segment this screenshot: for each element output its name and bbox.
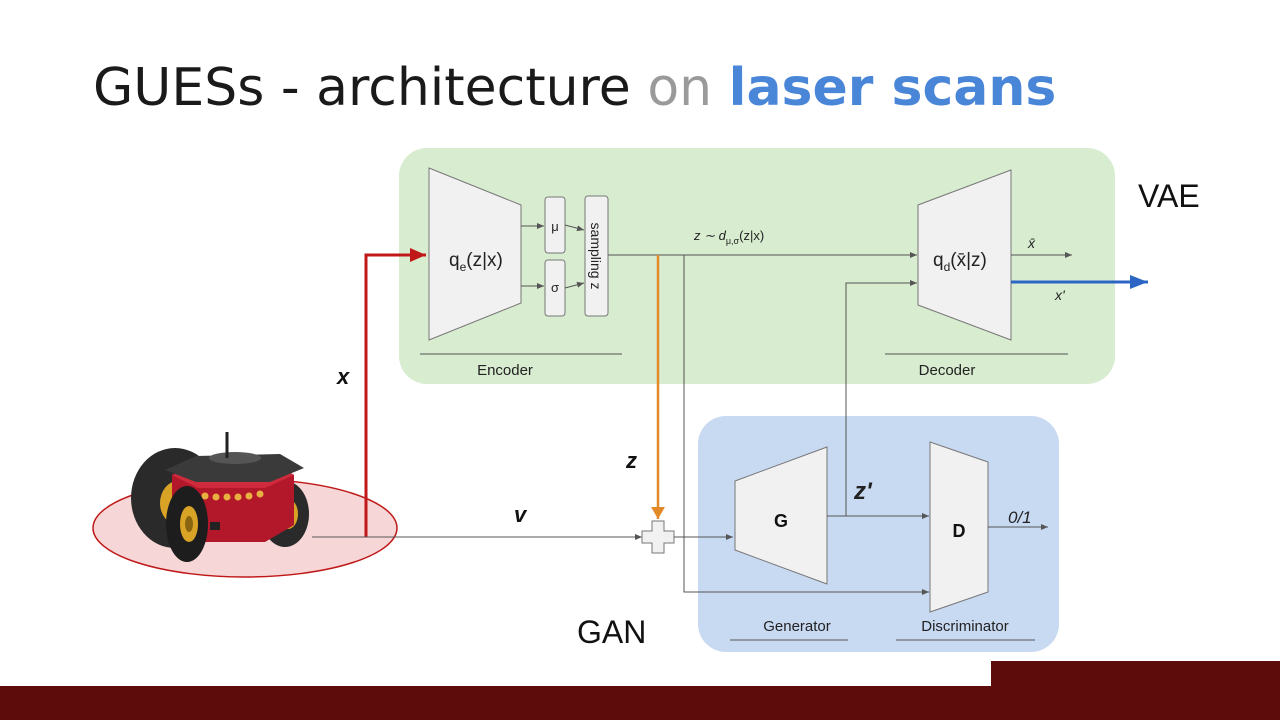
generator-caption: Generator — [763, 618, 831, 635]
sigma-label: σ — [551, 280, 559, 295]
slide-title: GUESs - architecture on laser scans — [93, 62, 1056, 114]
mu-label: μ — [551, 219, 559, 234]
title-main: GUESs - architecture — [93, 58, 648, 118]
zprime-label: z' — [853, 478, 873, 505]
discriminator-caption: Discriminator — [921, 618, 1009, 635]
latent-label: z ∼ dμ,σ(z|x) — [693, 228, 764, 246]
decoder-block — [917, 169, 1012, 341]
encoder-block — [428, 167, 522, 341]
encoder-q-label: qe(z|x) — [449, 250, 503, 274]
sampling-box — [584, 195, 609, 317]
discriminator-output: 0/1 — [1008, 508, 1032, 527]
title-laser-scans: laser scans — [728, 58, 1057, 118]
generator-label: G — [774, 511, 788, 531]
decoder-caption: Decoder — [919, 362, 976, 379]
decoder-out-xbar: x̄ — [1027, 235, 1036, 251]
vae-label: VAE — [1138, 178, 1200, 214]
generator-block — [734, 446, 828, 585]
discriminator-block — [929, 441, 989, 613]
title-on: on — [647, 58, 729, 118]
concat-plus-icon — [641, 520, 675, 554]
sampling-label: sampling z — [588, 223, 604, 290]
v-label: v — [514, 502, 528, 527]
discriminator-label: D — [953, 521, 966, 541]
encoder-caption: Encoder — [477, 362, 533, 379]
footer-tab — [991, 661, 1280, 687]
decoder-q-label: qd(x̄|z) — [933, 250, 987, 274]
x-arrow — [364, 248, 426, 537]
footer-bar — [0, 686, 1280, 720]
z-label: z — [625, 448, 637, 473]
decoder-out-xprime: x' — [1054, 287, 1066, 303]
x-label: x — [336, 364, 350, 389]
robot-image — [131, 432, 309, 562]
gan-label: GAN — [577, 614, 647, 650]
